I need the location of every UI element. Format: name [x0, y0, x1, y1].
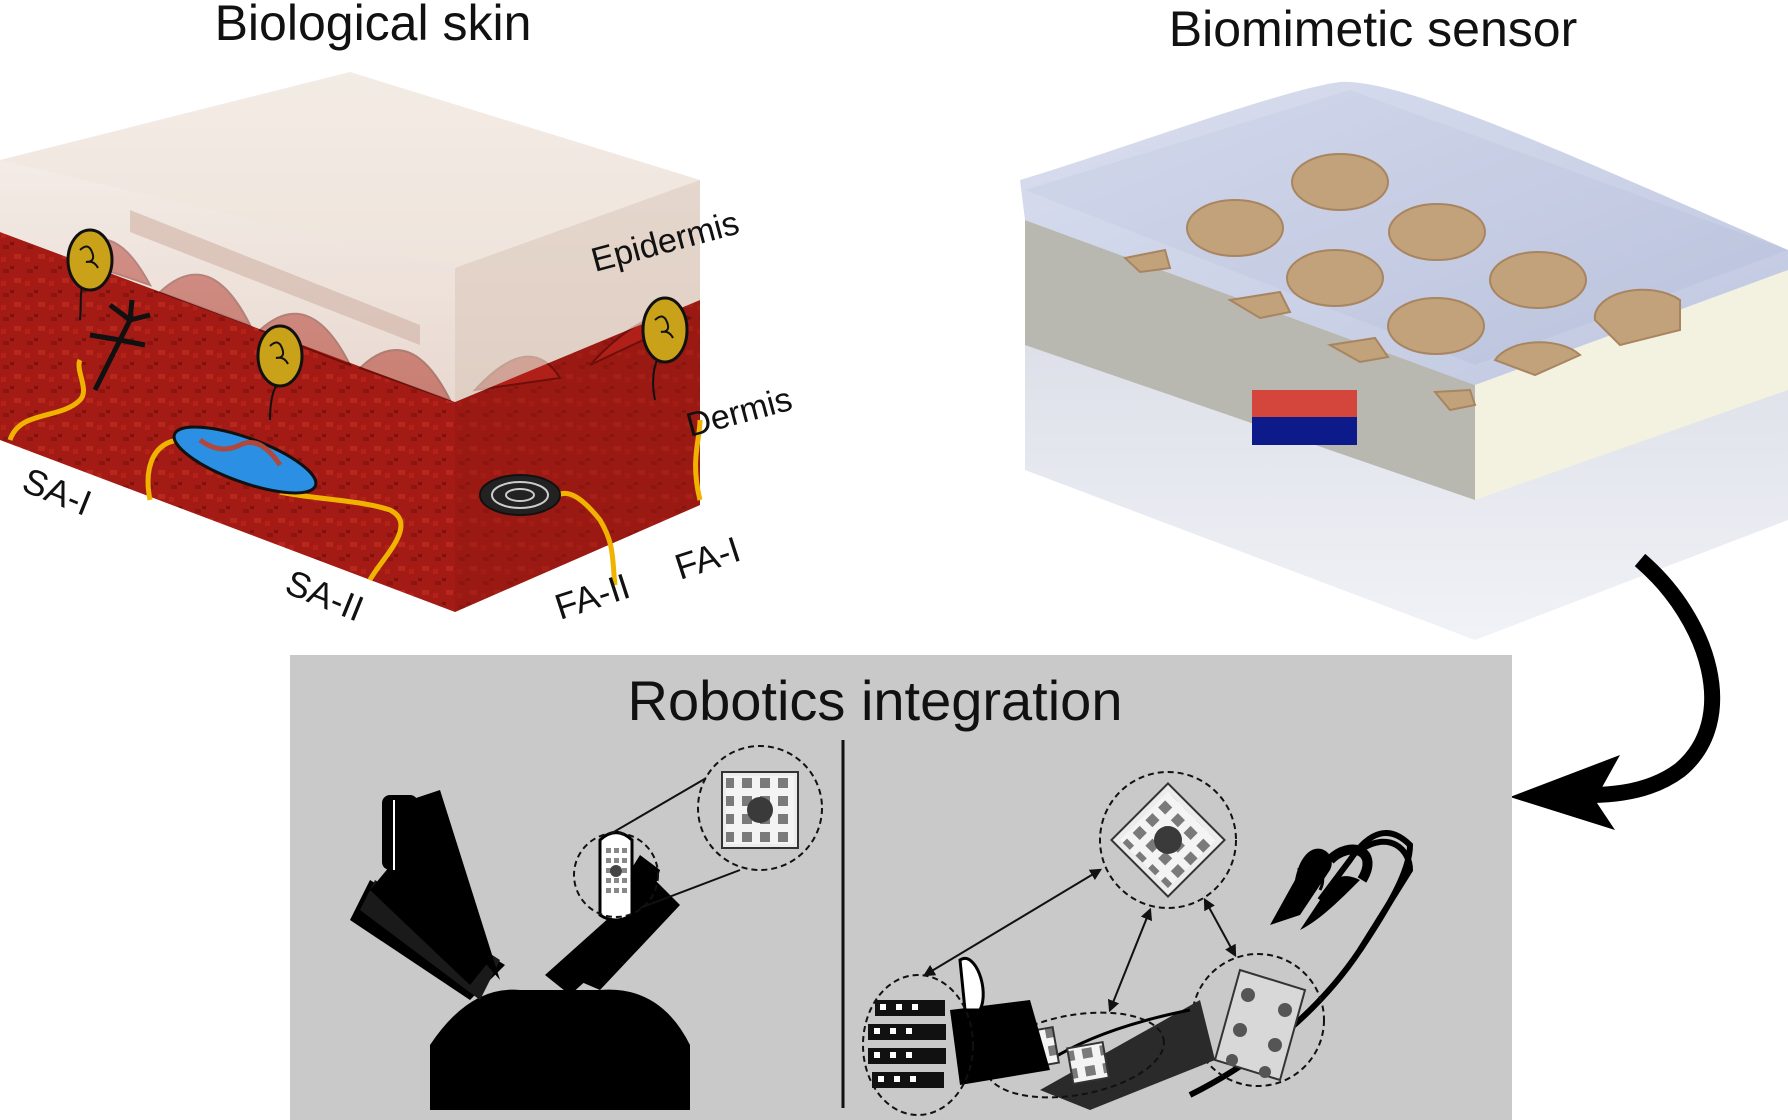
sensor-body-right: [1475, 270, 1788, 500]
skin-block: [0, 72, 700, 612]
sensor-base: [1025, 340, 1788, 640]
biomimetic-sensor-title: Biomimetic sensor: [1169, 1, 1577, 57]
hand-fingers: [868, 1000, 946, 1088]
sensor-blue-block: [1252, 417, 1357, 445]
sensor-body-left: [1025, 220, 1475, 500]
receptor-merkel-branch: [89, 299, 151, 392]
zoom-circle-small: [573, 832, 659, 918]
prosthetic-arm: [862, 771, 1414, 1116]
biological-skin-title: Biological skin: [215, 0, 532, 51]
sensor-red-block: [1252, 390, 1357, 417]
sensor-pads: [1122, 153, 1681, 412]
gripper-arm-left-upper: [395, 790, 500, 980]
arm-sensor-zoom: [1191, 953, 1325, 1087]
flow-arrow-head: [1510, 755, 1620, 830]
gripper-finger-left: [382, 795, 418, 870]
receptor-pacinian: [479, 474, 561, 516]
dermis-front-face: [0, 232, 455, 612]
arm-sensor-grid: [1226, 988, 1292, 1078]
connection-arrows: [922, 868, 1237, 1013]
robotics-integration-title: Robotics integration: [628, 669, 1123, 732]
label-fa2: FA-II: [550, 565, 635, 627]
label-fa1: FA-I: [670, 528, 745, 587]
sensor-block: [1020, 81, 1788, 640]
gripper-base: [430, 989, 690, 1110]
receptor-meissner-center: [256, 324, 304, 388]
fingertip-grid: [606, 848, 627, 893]
receptor-sa1-meissner-left: [66, 228, 114, 292]
receptor-ruffini: [172, 425, 318, 495]
hand-palm: [950, 1000, 1050, 1085]
robot-gripper: [350, 745, 823, 1110]
receptor-meissner-right: [641, 296, 689, 364]
hand-sensor-zoom: [862, 974, 974, 1116]
